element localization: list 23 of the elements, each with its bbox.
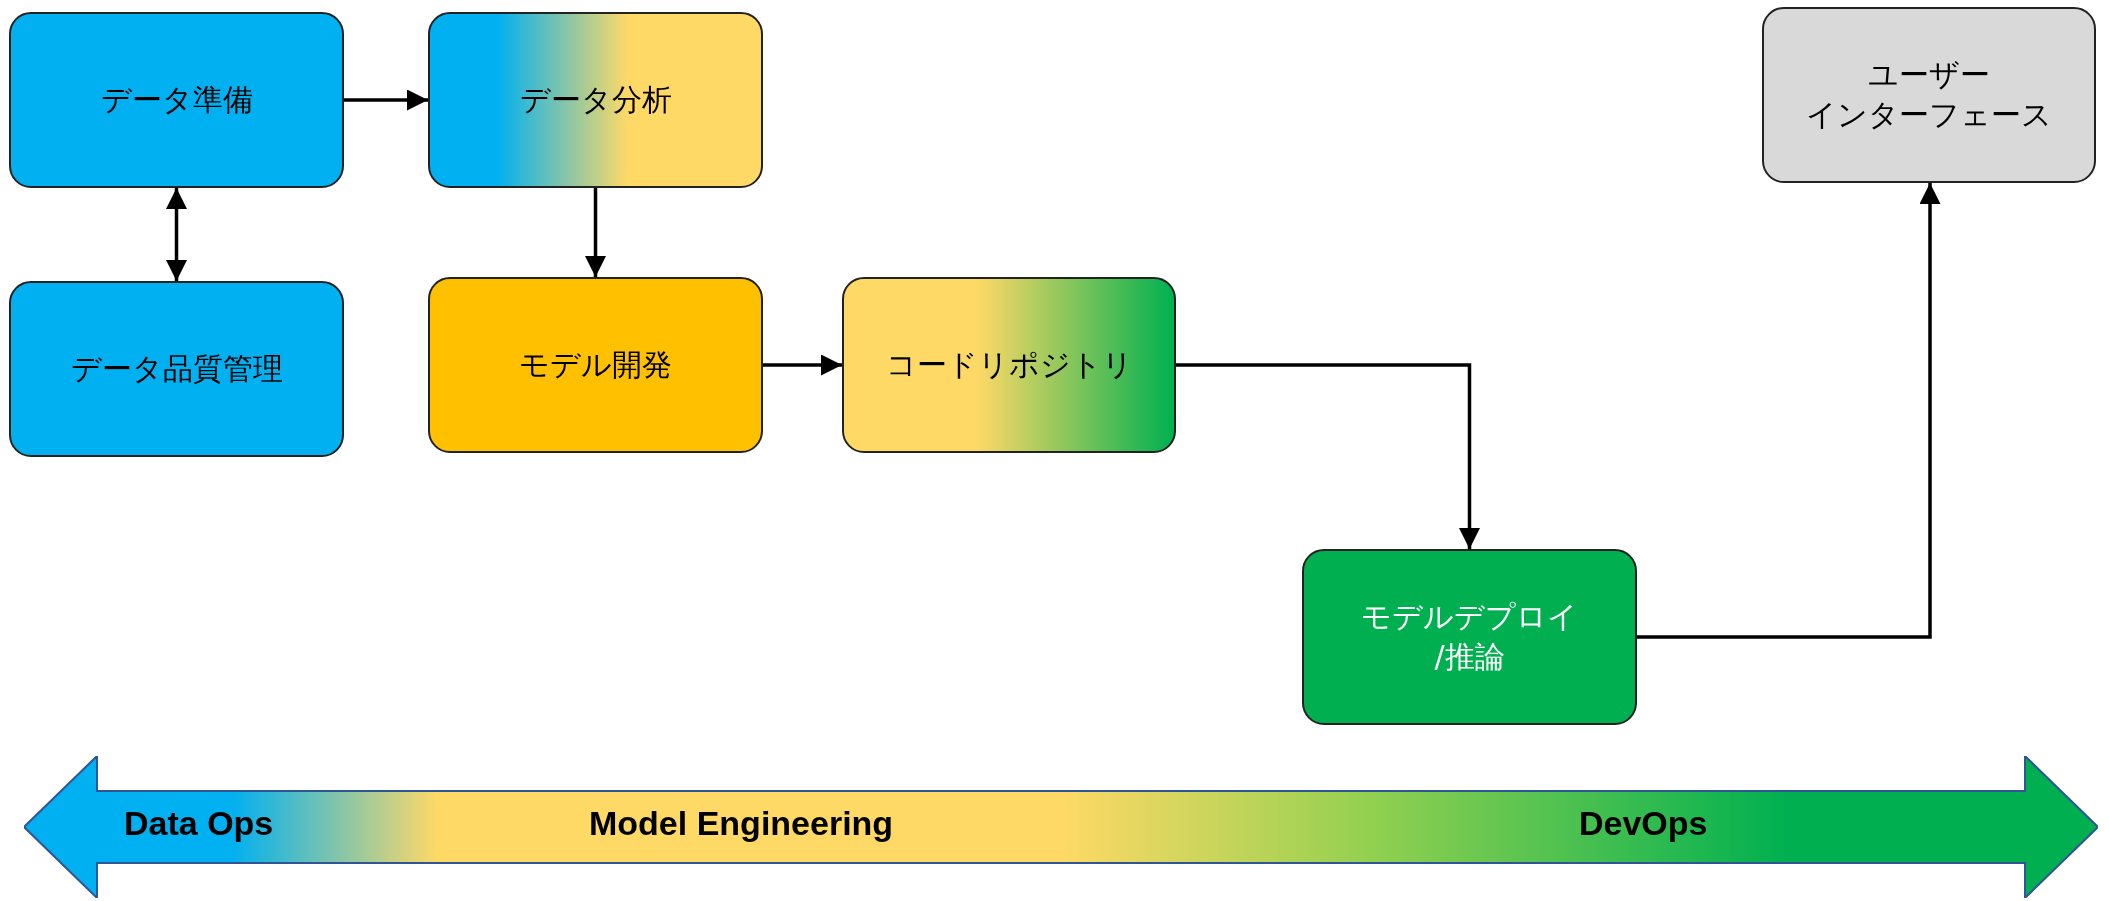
process-box — [428, 277, 763, 453]
process-box — [9, 12, 344, 188]
process-box — [428, 12, 763, 188]
box-label: ユーザーインターフェース — [1806, 55, 2052, 134]
phase-label: Data Ops — [124, 804, 274, 843]
process-box — [1762, 7, 2096, 183]
box-label: コードリポジトリ — [885, 345, 1133, 384]
arrow — [1637, 183, 1941, 639]
arrow — [166, 188, 187, 281]
arrow — [585, 188, 606, 277]
arrow — [344, 89, 428, 111]
process-box — [1302, 549, 1637, 725]
process-box — [9, 281, 344, 457]
phase-label: Model Engineering — [589, 804, 894, 843]
arrow — [1176, 363, 1480, 549]
box-label: データ分析 — [519, 80, 672, 119]
box-label: モデル開発 — [519, 345, 672, 384]
phase-label: DevOps — [1579, 804, 1708, 843]
box-label: データ準備 — [100, 80, 253, 119]
box-label: データ品質管理 — [70, 349, 283, 388]
box-label: モデルデプロイ/推論 — [1361, 597, 1578, 676]
process-box — [842, 277, 1176, 453]
arrow — [763, 354, 842, 376]
